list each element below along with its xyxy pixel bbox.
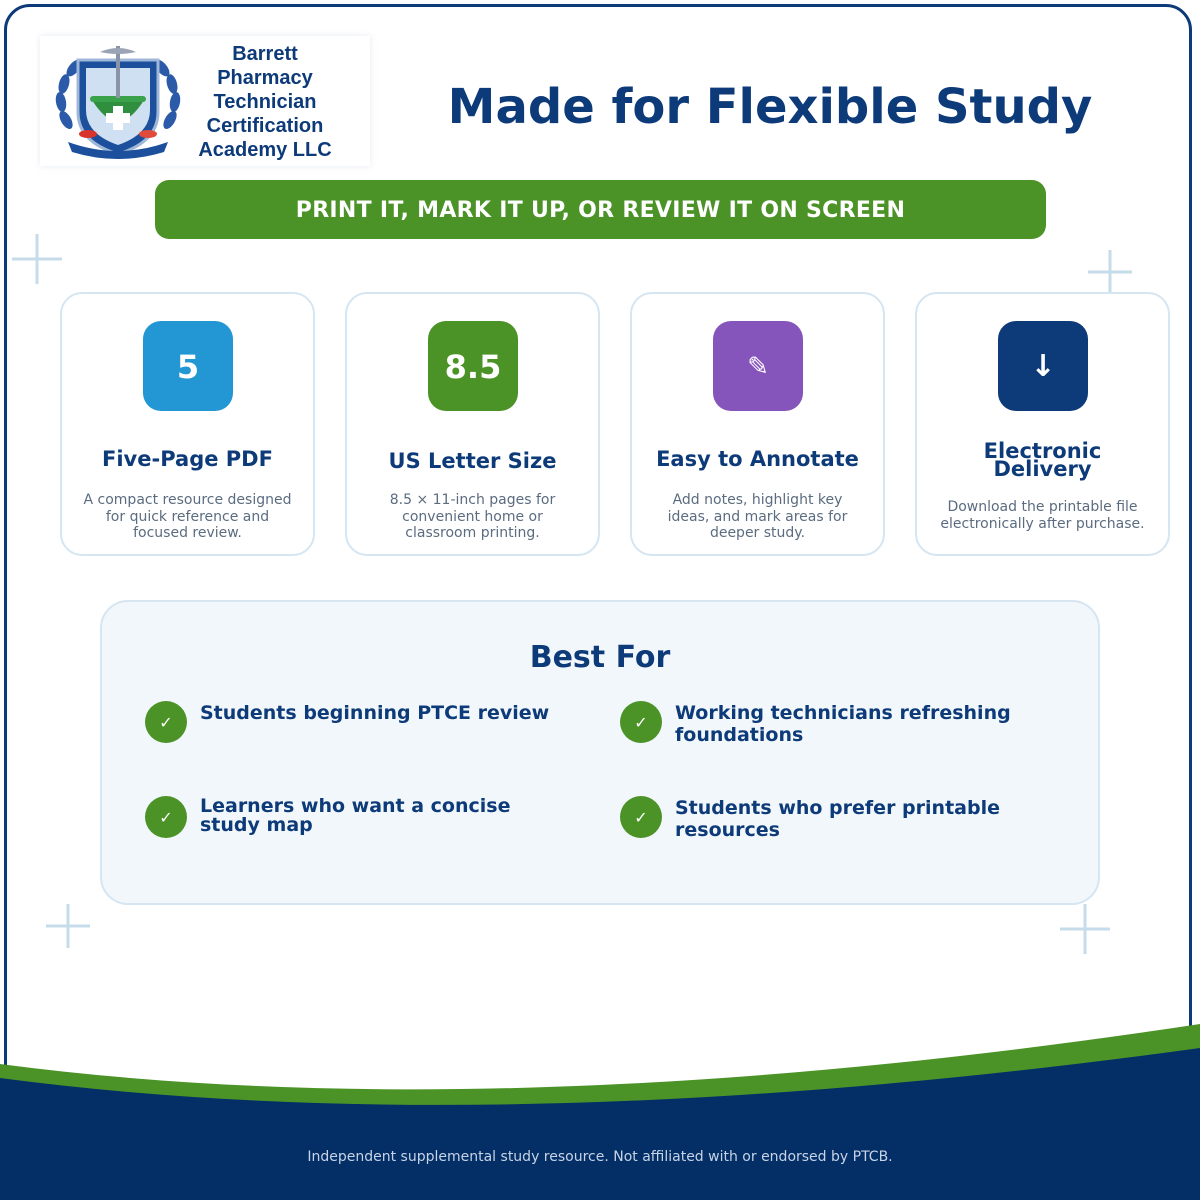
feature-card-page-size: 8.5 US Letter Size 8.5 × 11-inch pages f… (345, 292, 600, 556)
best-for-item: Learners who want a concise study map (200, 795, 511, 836)
best-for-panel: Best For ✓ Students beginning PTCE revie… (100, 600, 1100, 905)
feature-card-annotate: ✎ Easy to Annotate Add notes, highlight … (630, 292, 885, 556)
feature-card-delivery: ↓ Electronic Delivery Download the print… (915, 292, 1170, 556)
checkmark-icon: ✓ (145, 701, 187, 743)
feature-card-title: Five-Page PDF (102, 447, 273, 471)
academy-name-line: Academy LLC (198, 139, 332, 161)
academy-name: Barrett Pharmacy Technician Certificatio… (190, 42, 340, 162)
footer-wave (0, 1024, 1200, 1200)
decorative-plus-icon (1088, 250, 1132, 294)
best-for-item: Students who prefer printable resources (675, 797, 1000, 841)
feature-card-description: Add notes, highlight key ideas, and mark… (667, 492, 848, 541)
best-for-title: Best For (529, 640, 671, 675)
academy-logo: Barrett Pharmacy Technician Certificatio… (40, 36, 370, 166)
decorative-plus-icon (12, 234, 62, 284)
academy-name-line: Pharmacy (217, 67, 313, 89)
checkmark-icon: ✓ (145, 796, 187, 838)
best-for-item: Students beginning PTCE review (200, 702, 550, 724)
feature-card-title: US Letter Size (388, 449, 557, 473)
page-size-icon: 8.5 (428, 321, 518, 411)
checkmark-icon: ✓ (620, 701, 662, 743)
best-for-item: Working technicians refreshing foundatio… (675, 702, 1011, 746)
feature-card-title: Electronic Delivery (983, 439, 1102, 481)
subtitle-banner: PRINT IT, MARK IT UP, OR REVIEW IT ON SC… (155, 180, 1046, 239)
academy-name-line: Barrett (232, 43, 298, 65)
page-title: Made for Flexible Study (447, 79, 1093, 135)
academy-name-line: Technician (213, 91, 317, 113)
page-count-icon: 5 (143, 321, 233, 411)
feature-card-title: Easy to Annotate (656, 447, 859, 471)
decorative-plus-icon (1060, 904, 1110, 954)
pharmacy-seal-icon (55, 46, 181, 159)
feature-card-page-count: 5 Five-Page PDF A compact resource desig… (60, 292, 315, 556)
feature-card-description: A compact resource designed for quick re… (83, 492, 292, 541)
checkmark-icon: ✓ (620, 796, 662, 838)
footer-disclaimer: Independent supplemental study resource.… (307, 1149, 893, 1165)
pencil-icon: ✎ (713, 321, 803, 411)
download-arrow-icon: ↓ (998, 321, 1088, 411)
academy-name-line: Certification (206, 115, 324, 137)
feature-card-description: 8.5 × 11-inch pages for convenient home … (389, 492, 556, 541)
decorative-plus-icon (46, 904, 90, 948)
feature-card-description: Download the printable file electronical… (940, 499, 1145, 532)
